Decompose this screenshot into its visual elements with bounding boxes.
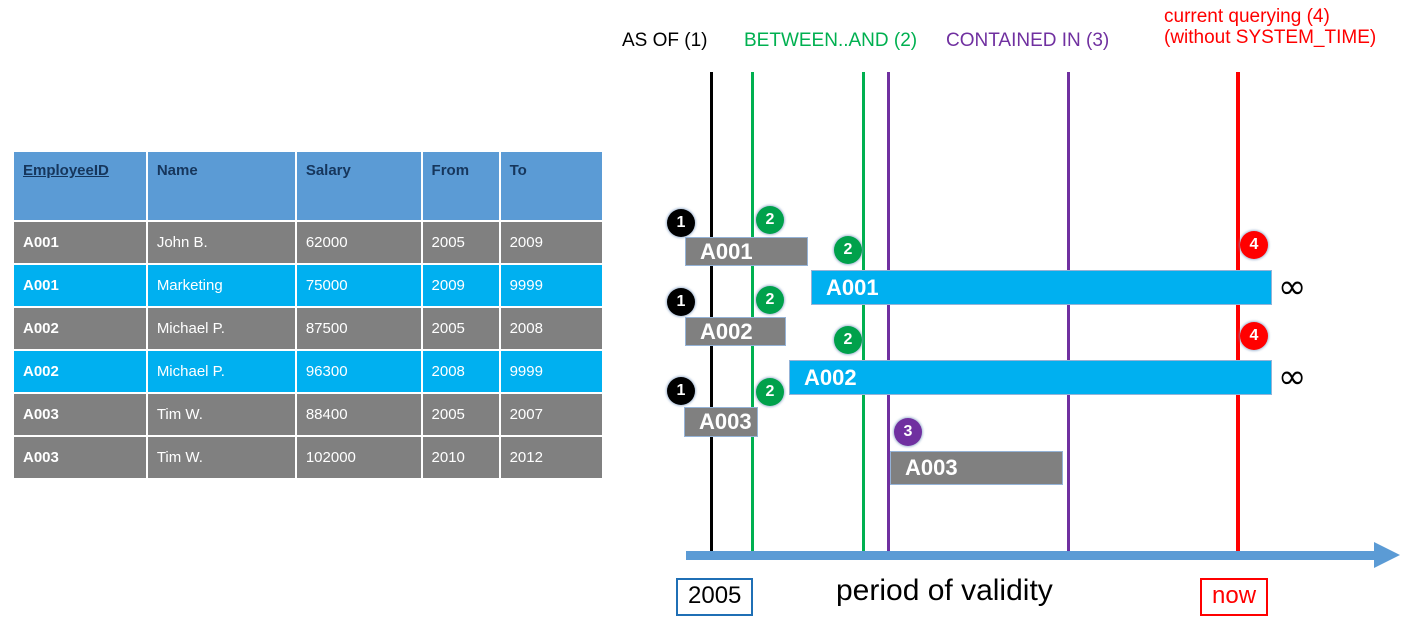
column-header-label: EmployeeID	[23, 162, 109, 179]
table-row: A002 Michael P. 96300 2008 9999	[14, 351, 602, 392]
column-header-to: To	[500, 152, 602, 220]
legend-as-of: AS OF (1)	[622, 30, 708, 51]
cell-to: 2008	[500, 308, 602, 349]
table-row: A001 Marketing 75000 2009 9999	[14, 265, 602, 306]
cell-to: 9999	[500, 351, 602, 392]
query-line-between-end	[862, 72, 865, 556]
table-row: A001 John B. 62000 2005 2009	[14, 222, 602, 263]
cell-from: 2005	[422, 308, 499, 349]
cell-name: John B.	[147, 222, 295, 263]
timeline-axis	[686, 551, 1376, 560]
cell-name: Marketing	[147, 265, 295, 306]
marker-badge-2: 2	[756, 378, 784, 406]
cell-from: 2008	[422, 351, 499, 392]
cell-to: 2009	[500, 222, 602, 263]
axis-end-label: now	[1200, 578, 1269, 616]
cell-name: Tim W.	[147, 394, 295, 435]
legend-current-line1: current querying (4)	[1164, 6, 1330, 27]
legend-contained-in: CONTAINED IN (3)	[946, 30, 1110, 51]
axis-start-label: 2005	[676, 578, 754, 616]
validity-bar: A001	[685, 237, 808, 266]
marker-badge-1: 1	[667, 288, 695, 316]
cell-employeeid: A001	[14, 222, 146, 263]
table-row: A003 Tim W. 102000 2010 2012	[14, 437, 602, 478]
cell-to: 9999	[500, 265, 602, 306]
cell-employeeid: A003	[14, 394, 146, 435]
table-row: A003 Tim W. 88400 2005 2007	[14, 394, 602, 435]
marker-badge-2: 2	[834, 236, 862, 264]
infinity-icon: ∞	[1278, 267, 1307, 307]
cell-from: 2005	[422, 394, 499, 435]
marker-badge-2: 2	[756, 286, 784, 314]
column-header-from: From	[422, 152, 499, 220]
marker-badge-4: 4	[1240, 231, 1268, 259]
cell-salary: 102000	[296, 437, 421, 478]
query-line-contained-start	[887, 72, 890, 556]
marker-badge-2: 2	[756, 206, 784, 234]
cell-name: Tim W.	[147, 437, 295, 478]
table-row: A002 Michael P. 87500 2005 2008	[14, 308, 602, 349]
cell-from: 2010	[422, 437, 499, 478]
cell-salary: 88400	[296, 394, 421, 435]
query-line-as-of	[710, 72, 713, 556]
cell-employeeid: A002	[14, 351, 146, 392]
legend-between-and: BETWEEN..AND (2)	[744, 30, 918, 51]
cell-salary: 96300	[296, 351, 421, 392]
employee-history-table: EmployeeID Name Salary From To A001 John…	[12, 150, 604, 480]
query-line-between-start	[751, 72, 754, 556]
cell-salary: 87500	[296, 308, 421, 349]
marker-badge-1: 1	[667, 209, 695, 237]
cell-from: 2005	[422, 222, 499, 263]
cell-employeeid: A002	[14, 308, 146, 349]
axis-title: period of validity	[836, 574, 1053, 607]
validity-bar: A002	[789, 360, 1272, 395]
marker-badge-3: 3	[894, 418, 922, 446]
marker-badge-1: 1	[667, 377, 695, 405]
marker-badge-4: 4	[1240, 322, 1268, 350]
validity-bar: A003	[684, 407, 758, 437]
cell-employeeid: A003	[14, 437, 146, 478]
column-header-salary: Salary	[296, 152, 421, 220]
cell-to: 2012	[500, 437, 602, 478]
table-header-row: EmployeeID Name Salary From To	[14, 152, 602, 220]
cell-salary: 75000	[296, 265, 421, 306]
query-line-contained-end	[1067, 72, 1070, 556]
marker-badge-2: 2	[834, 326, 862, 354]
validity-bar: A002	[685, 317, 786, 346]
timeline-arrow-icon	[1374, 542, 1400, 568]
column-header-name: Name	[147, 152, 295, 220]
validity-bar: A001	[811, 270, 1272, 305]
cell-salary: 62000	[296, 222, 421, 263]
cell-name: Michael P.	[147, 308, 295, 349]
infinity-icon: ∞	[1278, 357, 1307, 397]
query-line-now	[1236, 72, 1240, 556]
legend-current-querying: current querying (4) (without SYSTEM_TIM…	[1164, 6, 1376, 49]
cell-from: 2009	[422, 265, 499, 306]
legend-current-line2: (without SYSTEM_TIME)	[1164, 27, 1377, 49]
cell-employeeid: A001	[14, 265, 146, 306]
column-header-employeeid: EmployeeID	[14, 152, 146, 220]
cell-to: 2007	[500, 394, 602, 435]
cell-name: Michael P.	[147, 351, 295, 392]
validity-bar: A003	[890, 451, 1063, 485]
